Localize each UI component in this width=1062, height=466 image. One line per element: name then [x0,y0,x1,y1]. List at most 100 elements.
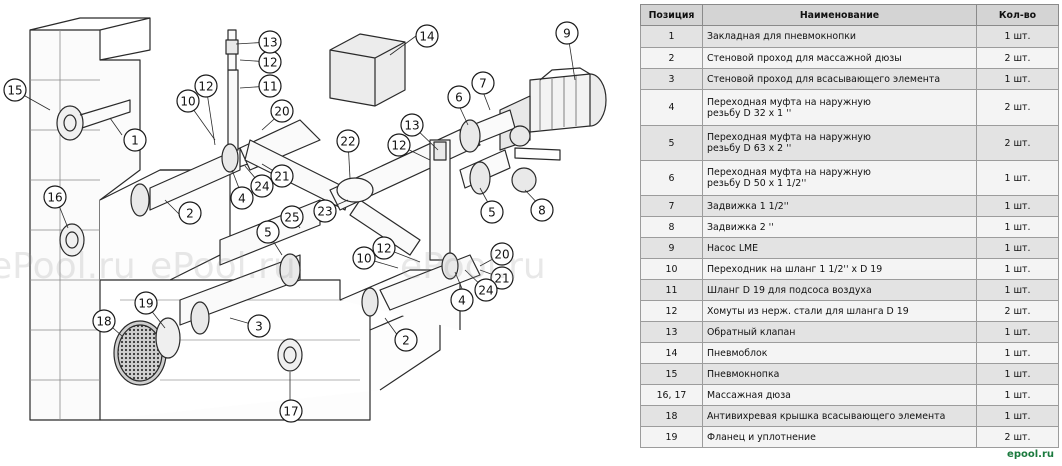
callout-c6: 6 [447,85,471,109]
wall-fixtures [56,99,303,386]
callout-circle [490,242,514,266]
row-qty: 1 шт. [976,195,1059,217]
header-name: Наименование [702,4,977,26]
callout-c24a: 24 [250,174,274,198]
callout-label: 4 [238,192,246,206]
callout-label: 18 [96,315,111,329]
callout-label: 15 [7,84,22,98]
callout-label: 20 [494,248,509,262]
callout-c8: 8 [530,198,554,222]
callout-layer: 1223445567891010111212121213131415161718… [3,21,579,423]
callout-circle [415,24,439,48]
row-name: Стеновой проход для массажной дюзы [702,47,977,69]
row-name: Переходная муфта на наружную резьбу D 63… [702,125,977,161]
callout-label: 21 [274,170,289,184]
pump-lme [499,67,607,161]
callout-c4a: 4 [230,186,254,210]
row-qty: 2 шт. [976,426,1059,448]
callout-c20a: 20 [270,99,294,123]
installation-diagram: 1223445567891010111212121213131415161718… [3,17,607,423]
row-qty: 1 шт. [976,216,1059,238]
row-position: 1 [640,25,703,48]
callout-circle [313,199,337,223]
callout-circle [247,314,271,338]
callout-c18: 18 [92,309,116,333]
callout-circle [394,328,418,352]
callout-label: 5 [488,206,496,220]
callout-label: 24 [478,284,493,298]
callout-circle [134,291,158,315]
callout-circle [555,21,579,45]
callout-circle [336,129,360,153]
callout-circle [178,201,202,225]
callout-circle [3,78,27,102]
callout-label: 19 [138,297,153,311]
row-name: Антивихревая крышка всасывающего элемент… [702,405,977,427]
row-name: Стеновой проход для всасывающего элемент… [702,68,977,90]
callout-c25: 25 [280,205,304,229]
callout-label: 2 [402,334,410,348]
callout-label: 22 [340,135,355,149]
callout-c15: 15 [3,78,27,102]
row-qty: 2 шт. [976,125,1059,161]
row-name: Закладная для пневмокнопки [702,25,977,48]
callout-circle [123,128,147,152]
callout-label: 20 [274,105,289,119]
callout-c22: 22 [336,129,360,153]
callout-label: 21 [494,272,509,286]
callout-circle [471,71,495,95]
callout-c12a: 12 [194,74,218,98]
row-position: 16, 17 [640,384,703,406]
callout-label: 8 [538,204,546,218]
row-name: Задвижка 1 1/2'' [702,195,977,217]
row-name: Пневмокнопка [702,363,977,385]
callout-label: 1 [131,134,139,148]
callout-circle [256,220,280,244]
callout-c21b: 21 [490,266,514,290]
callout-label: 12 [391,139,406,153]
table-header-row: Позиция Наименование Кол-во [640,4,1059,26]
row-qty: 1 шт. [976,258,1059,280]
callout-c14: 14 [415,24,439,48]
row-qty: 1 шт. [976,405,1059,427]
callout-label: 12 [198,80,213,94]
row-position: 13 [640,321,703,343]
callout-circle [490,266,514,290]
row-position: 9 [640,237,703,259]
callout-label: 24 [254,180,269,194]
callout-circle [372,236,396,260]
row-qty: 1 шт. [976,321,1059,343]
callout-c17: 17 [279,399,303,423]
callout-circle [400,113,424,137]
callout-c13b: 13 [400,113,424,137]
callout-circle [447,85,471,109]
callout-c7: 7 [471,71,495,95]
callout-c21a: 21 [270,164,294,188]
row-qty: 1 шт. [976,160,1059,196]
callout-circle [258,30,282,54]
callout-c5b: 5 [480,200,504,224]
callout-c10a: 10 [176,89,200,113]
row-qty: 1 шт. [976,342,1059,364]
row-name: Фланец и уплотнение [702,426,977,448]
row-position: 5 [640,125,703,161]
callout-label: 13 [262,36,277,50]
row-name: Насос LME [702,237,977,259]
row-position: 19 [640,426,703,448]
callout-circle [92,309,116,333]
callout-c24b: 24 [474,278,498,302]
callout-circle [258,74,282,98]
row-position: 8 [640,216,703,238]
